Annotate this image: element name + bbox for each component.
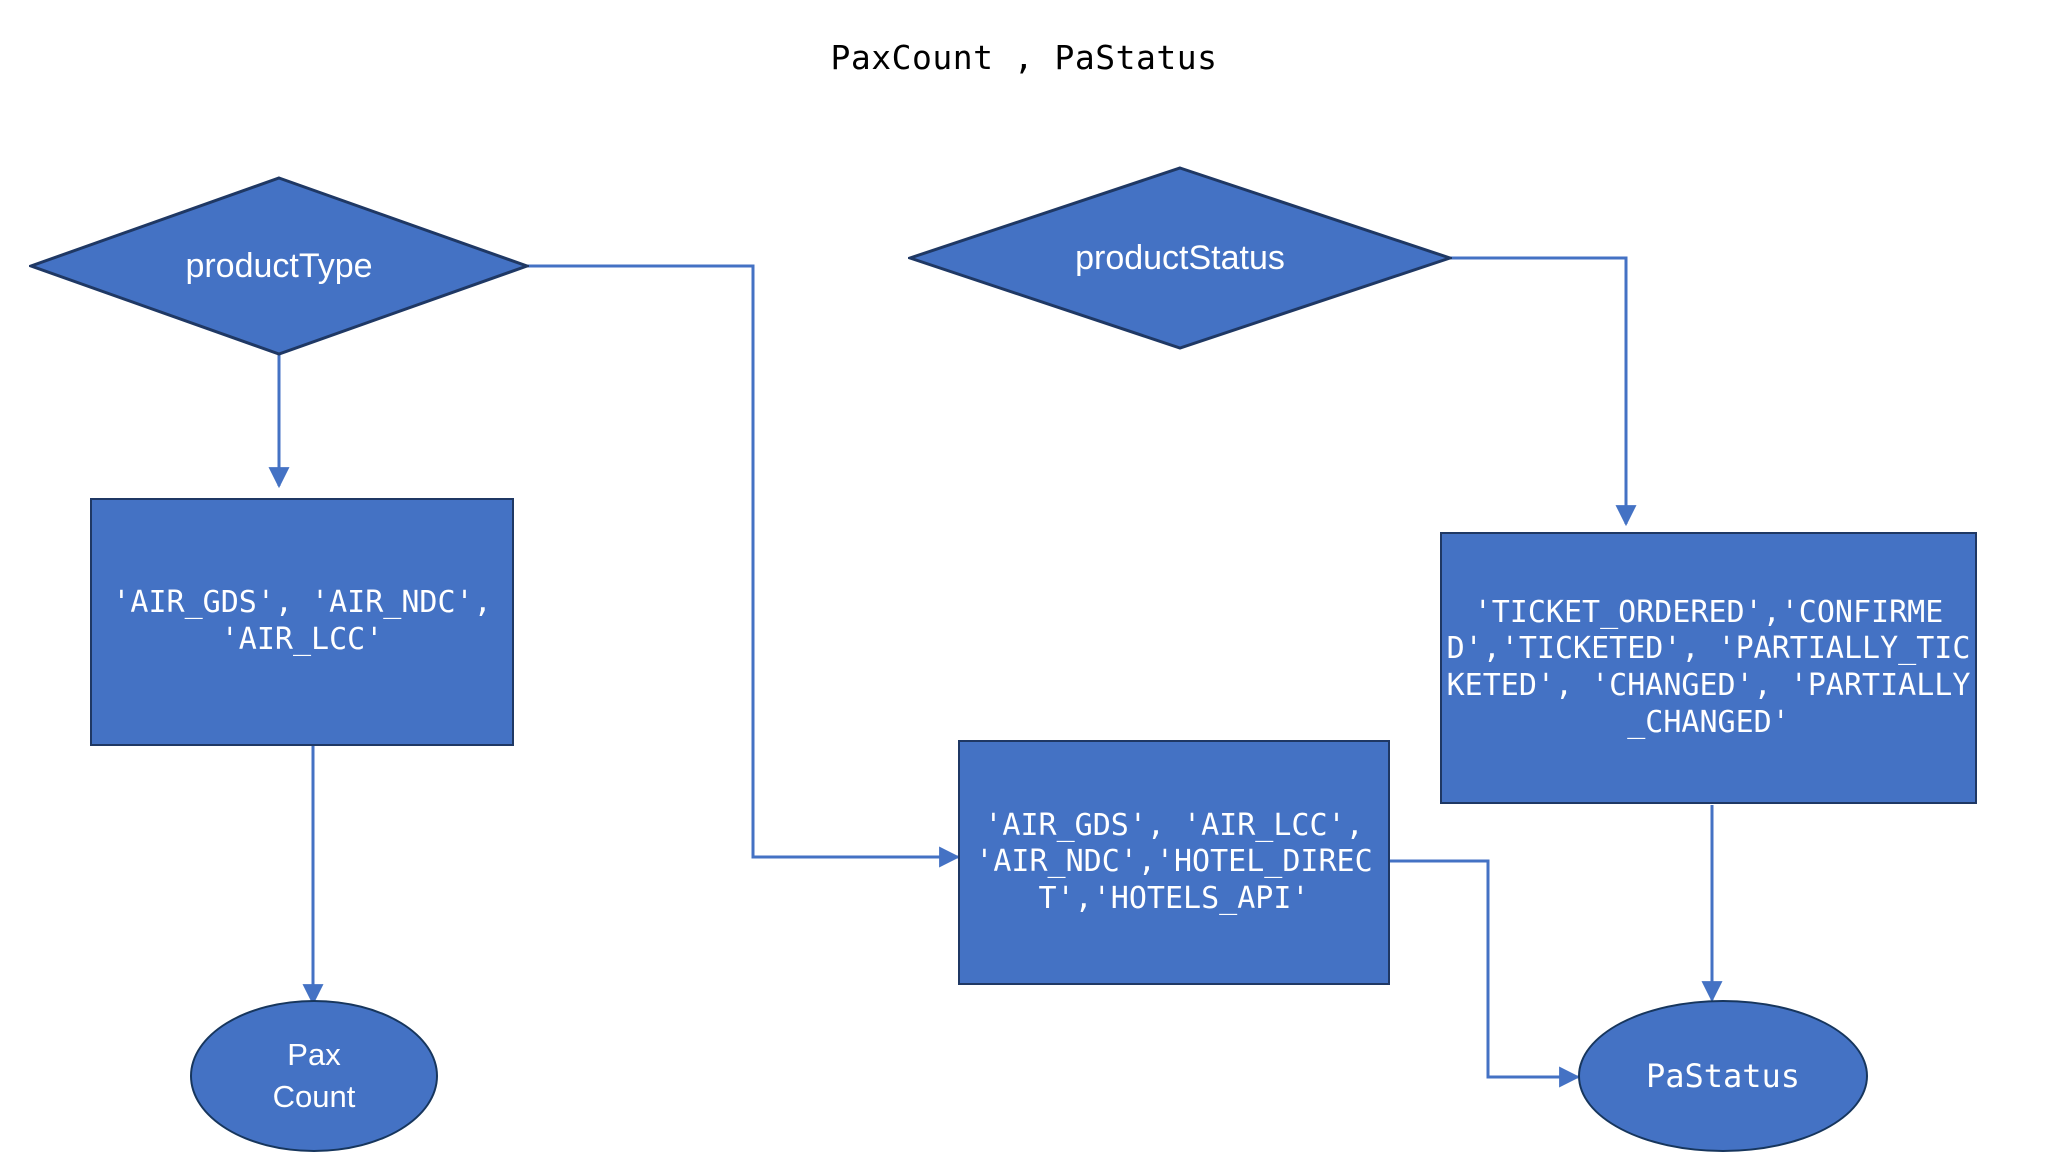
- product-status-values-text: 'TICKET_ORDERED','CONFIRMED','TICKETED',…: [1446, 594, 1971, 740]
- product-status-diamond-label: productStatus: [1075, 238, 1285, 277]
- node-product-status-values-box[interactable]: 'TICKET_ORDERED','CONFIRMED','TICKETED',…: [1440, 532, 1977, 804]
- node-product-type-diamond[interactable]: productType: [29, 176, 529, 356]
- product-type-diamond-label: productType: [185, 246, 373, 285]
- edge-product-status-to-status-values-box: [1434, 256, 1637, 527]
- node-product-type-values-box-2[interactable]: 'AIR_GDS', 'AIR_LCC', 'AIR_NDC','HOTEL_D…: [958, 740, 1390, 985]
- page-title: PaxCount , PaStatus: [830, 38, 1218, 77]
- node-product-status-diamond[interactable]: productStatus: [908, 166, 1452, 350]
- edge-product-type-to-values-box-2: [514, 264, 961, 868]
- diamond-shape: [29, 176, 529, 356]
- node-product-type-values-box[interactable]: 'AIR_GDS', 'AIR_NDC', 'AIR_LCC': [90, 498, 514, 746]
- product-type-values-text: 'AIR_GDS', 'AIR_NDC', 'AIR_LCC': [112, 585, 510, 657]
- pax-count-label: Pax Count: [272, 1037, 356, 1114]
- node-pax-count-ellipse[interactable]: Pax Count: [190, 1000, 438, 1152]
- edge-values-box-2-to-pa-status: [1388, 859, 1581, 1088]
- pa-status-label: PaStatus: [1645, 1057, 1801, 1095]
- diamond-shape: [908, 166, 1452, 350]
- product-type-values-2-text: 'AIR_GDS', 'AIR_LCC', 'AIR_NDC','HOTEL_D…: [975, 807, 1382, 916]
- node-pa-status-ellipse[interactable]: PaStatus: [1578, 1000, 1868, 1152]
